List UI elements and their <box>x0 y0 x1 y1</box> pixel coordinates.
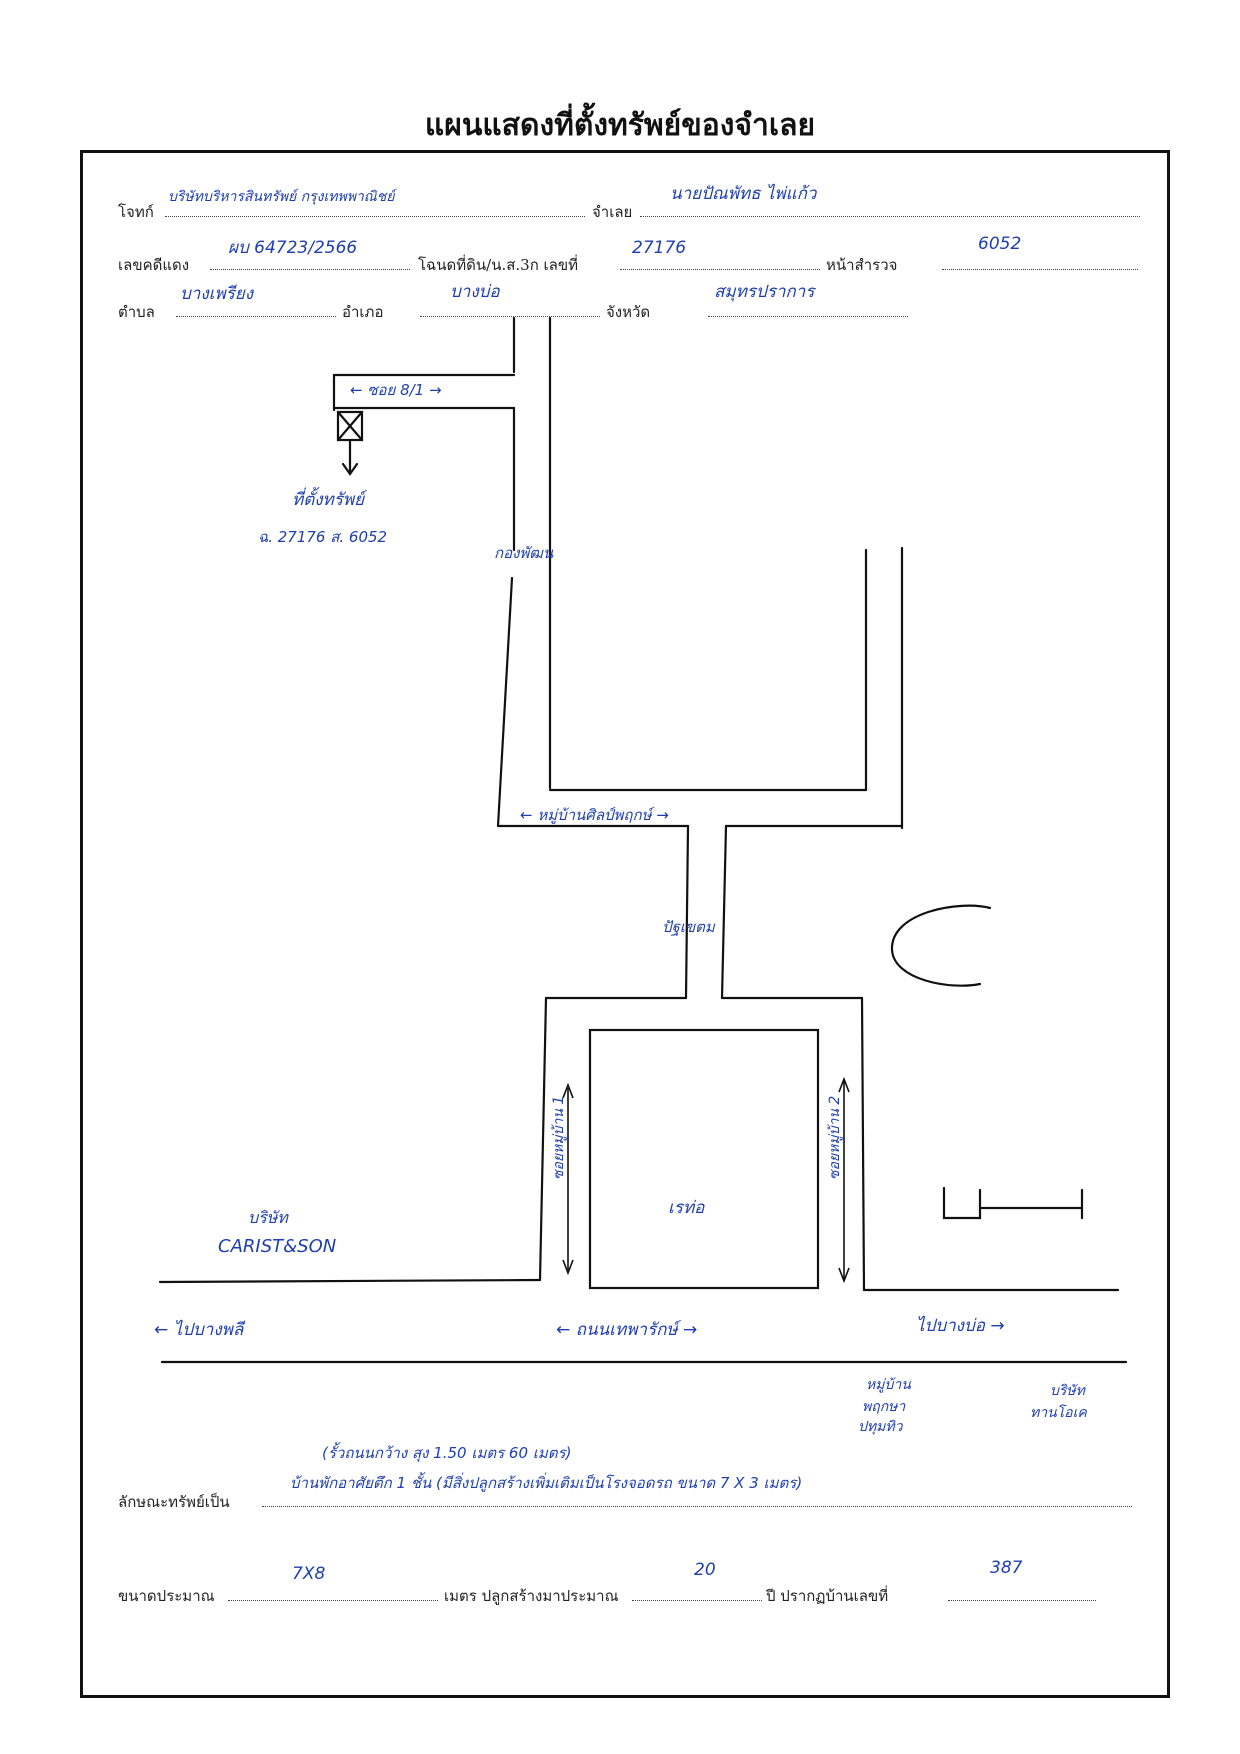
defendant-dots <box>640 198 1140 217</box>
main-soi-label: ปัฐเขตม <box>662 918 715 936</box>
years-dots <box>632 1582 762 1601</box>
page-title: แผนแสดงที่ตั้งทรัพย์ของจำเลย <box>424 108 816 143</box>
province-value: สมุทรปราการ <box>714 282 815 302</box>
village-label: ← หมู่บ้านศิลป์พฤกษ์ → <box>520 806 669 824</box>
page-label: หน้าสำรวจ <box>826 256 898 274</box>
deed-value: 27176 <box>632 238 687 258</box>
to-left-label: ← ไปบางพลี <box>154 1320 244 1340</box>
village-right-2: พฤกษา <box>862 1399 906 1415</box>
soi-label: ← ซอย 8/1 → <box>350 381 442 399</box>
company-right-2: ทานโอเค <box>1030 1405 1087 1421</box>
subdistrict-label: ตำบล <box>118 303 155 321</box>
size-dots <box>228 1582 438 1601</box>
district-dots <box>420 298 600 317</box>
nature-label: ลักษณะทรัพย์เป็น <box>118 1493 230 1511</box>
page-value: 6052 <box>978 234 1022 254</box>
road-ward-label: กองพัฒน <box>494 544 554 562</box>
years-value: 20 <box>694 1560 716 1580</box>
inner-block <box>588 1028 820 1290</box>
district-label: อำเภอ <box>342 303 384 321</box>
property-label: ที่ตั้งทรัพย์ <box>292 490 365 510</box>
road-line <box>496 576 514 828</box>
province-dots <box>708 298 908 317</box>
page-dots <box>942 251 1138 270</box>
main-road-label: ← ถนนเทพารักษ์ → <box>556 1320 698 1340</box>
village-right-1: หมู่บ้าน <box>866 1377 911 1393</box>
defendant-value: นายปัณพัทธ ไพ่แก้ว <box>670 184 817 204</box>
form-frame <box>80 150 1170 1698</box>
village-right-3: ปทุมทิว <box>858 1419 903 1435</box>
case-no-label: เลขคดีแดง <box>118 256 190 274</box>
province-label: จังหวัด <box>606 303 651 321</box>
house-no-value: 387 <box>990 1558 1023 1578</box>
property-ref: ฉ. 27176 ส. 6052 <box>258 528 388 546</box>
road-line <box>684 824 690 1000</box>
soi2-label: ซอยหมู่บ้าน 2 <box>827 1095 843 1180</box>
company-right-1: บริษัท <box>1050 1383 1085 1399</box>
case-no-value: ผบ 64723/2566 <box>228 238 358 258</box>
company-left-2: CARIST&SON <box>218 1236 337 1257</box>
defendant-label: จำเลย <box>592 203 633 221</box>
road-line <box>538 996 548 1282</box>
house-no-dots <box>948 1582 1096 1601</box>
meters-label: เมตร ปลูกสร้างมาประมาณ <box>444 1587 619 1605</box>
soi1-label: ซอยหมู่บ้าน 1 <box>551 1095 567 1180</box>
nature-value: บ้านพักอาศัยตึก 1 ชั้น (มีสิ่งปลูกสร้างเ… <box>290 1474 803 1492</box>
to-right-label: ไปบางบ่อ → <box>916 1316 1005 1336</box>
case-no-dots <box>210 251 410 270</box>
north-arrow-icon <box>890 904 992 987</box>
subdistrict-value: บางเพรียง <box>180 284 254 304</box>
block-label: เรท่อ <box>668 1198 705 1218</box>
deed-label: โฉนดที่ดิน/น.ส.3ก เลขที่ <box>418 256 579 274</box>
size-value: 7X8 <box>292 1564 326 1584</box>
main-road-edge <box>158 1278 542 1284</box>
road-line <box>720 824 728 1000</box>
subdistrict-dots <box>176 298 336 317</box>
plaintiff-label: โจทก์ <box>118 203 154 221</box>
size-label: ขนาดประมาณ <box>118 1587 215 1605</box>
district-value: บางบ่อ <box>450 282 500 302</box>
plaintiff-dots <box>165 198 585 217</box>
road-line <box>860 996 866 1292</box>
deed-dots <box>620 251 820 270</box>
nature-dots <box>262 1488 1132 1507</box>
years-label: ปี ปรากฏบ้านเลขที่ <box>766 1587 889 1605</box>
company-left-1: บริษัท <box>248 1208 288 1227</box>
distance-note: (รั้วถนนกว้าง สุง 1.50 เมตร 60 เมตร) <box>322 1444 572 1462</box>
plaintiff-value: บริษัทบริหารสินทรัพย์ กรุงเทพพาณิชย์ <box>168 189 395 205</box>
